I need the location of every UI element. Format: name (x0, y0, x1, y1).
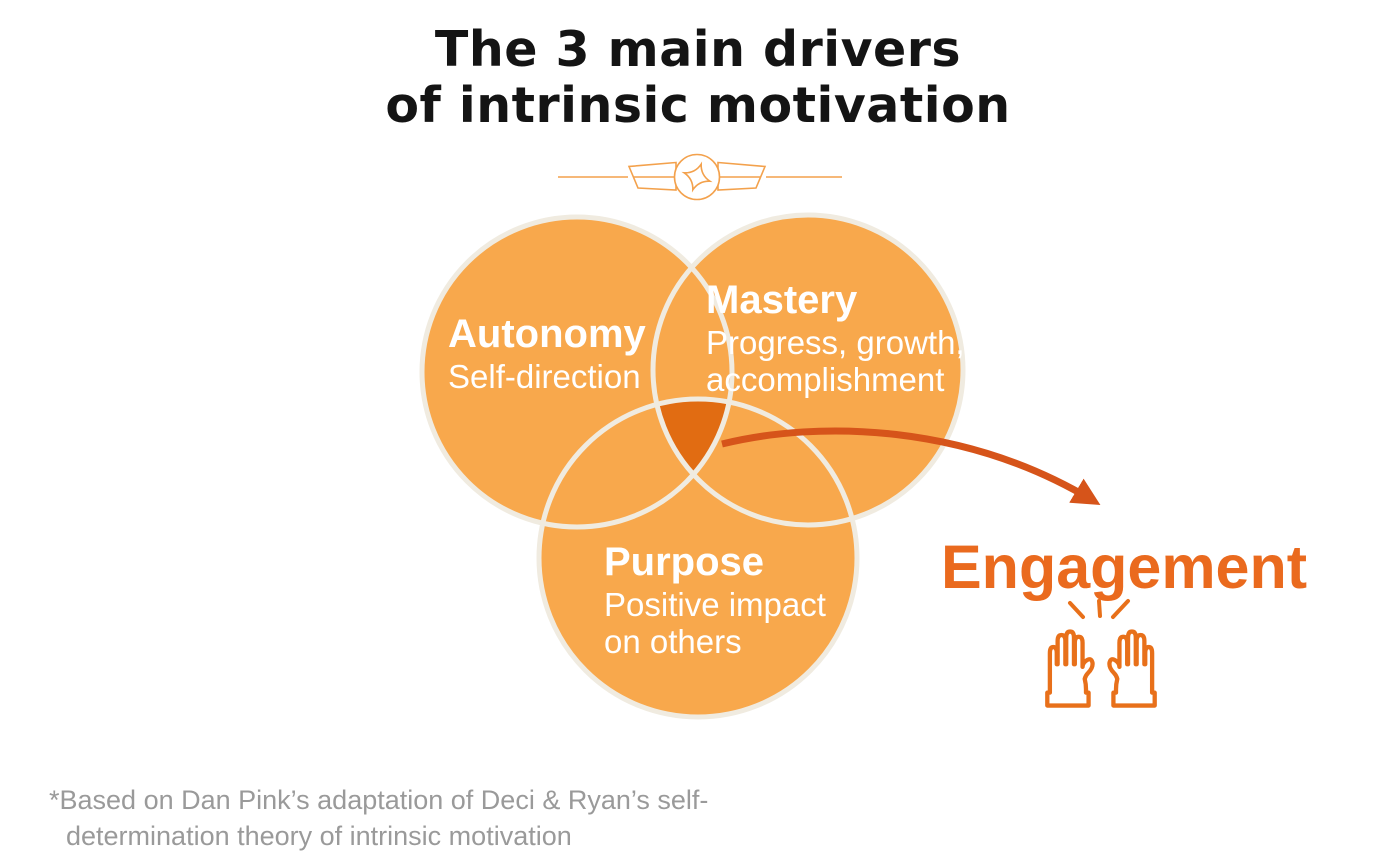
purpose-heading: Purpose (604, 540, 765, 584)
celebration-ray-left (1068, 601, 1085, 619)
venn-outline-autonomy (419, 214, 735, 530)
mastery-heading: Mastery (706, 278, 858, 322)
page-title: The 3 main drivers of intrinsic motivati… (0, 22, 1376, 134)
venn-label-purpose: Purpose Positive impact on others (604, 540, 826, 660)
hand-left (1045, 629, 1095, 708)
venn-circle-purpose (539, 399, 857, 717)
footnote-line-2: determination theory of intrinsic motiva… (66, 821, 572, 851)
divider-circle (673, 153, 721, 201)
purpose-subtext-2: on others (604, 623, 742, 660)
title-line-2: of intrinsic motivation (385, 77, 1011, 134)
mastery-subtext-2: accomplishment (706, 361, 945, 398)
venn-label-autonomy: Autonomy Self-direction (448, 312, 646, 395)
hand-right (1107, 629, 1157, 708)
footnote: *Based on Dan Pink’s adaptation of Deci … (49, 782, 708, 854)
raising-hands-icon (1045, 599, 1157, 708)
title-line-1: The 3 main drivers (434, 21, 962, 78)
venn-outline-mastery (650, 212, 966, 528)
winged-divider-icon (558, 153, 842, 201)
divider-star (681, 161, 713, 193)
autonomy-heading: Autonomy (448, 312, 646, 356)
celebration-ray-middle (1097, 599, 1102, 618)
purpose-subtext-1: Positive impact (604, 586, 826, 623)
engagement-label: Engagement (941, 533, 1308, 601)
curved-arrow-icon (721, 427, 1101, 506)
autonomy-subtext: Self-direction (448, 358, 641, 395)
celebration-ray-right (1111, 599, 1130, 619)
venn-label-mastery: Mastery Progress, growth, accomplishment (706, 278, 965, 398)
venn-outline-purpose (536, 396, 860, 720)
mastery-subtext-1: Progress, growth, (706, 324, 965, 361)
footnote-line-1: *Based on Dan Pink’s adaptation of Deci … (49, 785, 709, 815)
